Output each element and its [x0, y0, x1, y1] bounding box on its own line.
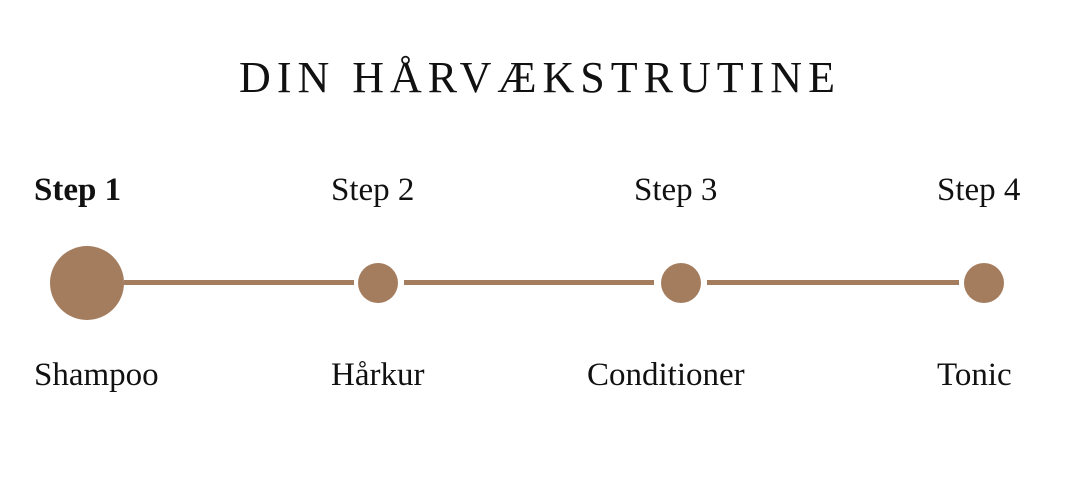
step-1-marker[interactable]	[50, 246, 124, 320]
step-1-name: Shampoo	[34, 357, 159, 393]
step-4-marker[interactable]	[964, 263, 1004, 303]
step-connector-1-2	[124, 280, 354, 285]
step-4-name: Tonic	[937, 357, 1012, 393]
step-3-marker[interactable]	[661, 263, 701, 303]
step-4-label: Step 4	[937, 172, 1021, 208]
step-2-marker[interactable]	[358, 263, 398, 303]
page-title: DIN HÅRVÆKSTRUTINE	[239, 53, 841, 102]
step-2-label: Step 2	[331, 172, 415, 208]
step-3-name: Conditioner	[587, 357, 745, 393]
step-1-label: Step 1	[34, 172, 122, 208]
step-connector-3-4	[707, 280, 959, 285]
step-2-name: Hårkur	[331, 357, 425, 393]
step-connector-2-3	[404, 280, 654, 285]
step-3-label: Step 3	[634, 172, 718, 208]
